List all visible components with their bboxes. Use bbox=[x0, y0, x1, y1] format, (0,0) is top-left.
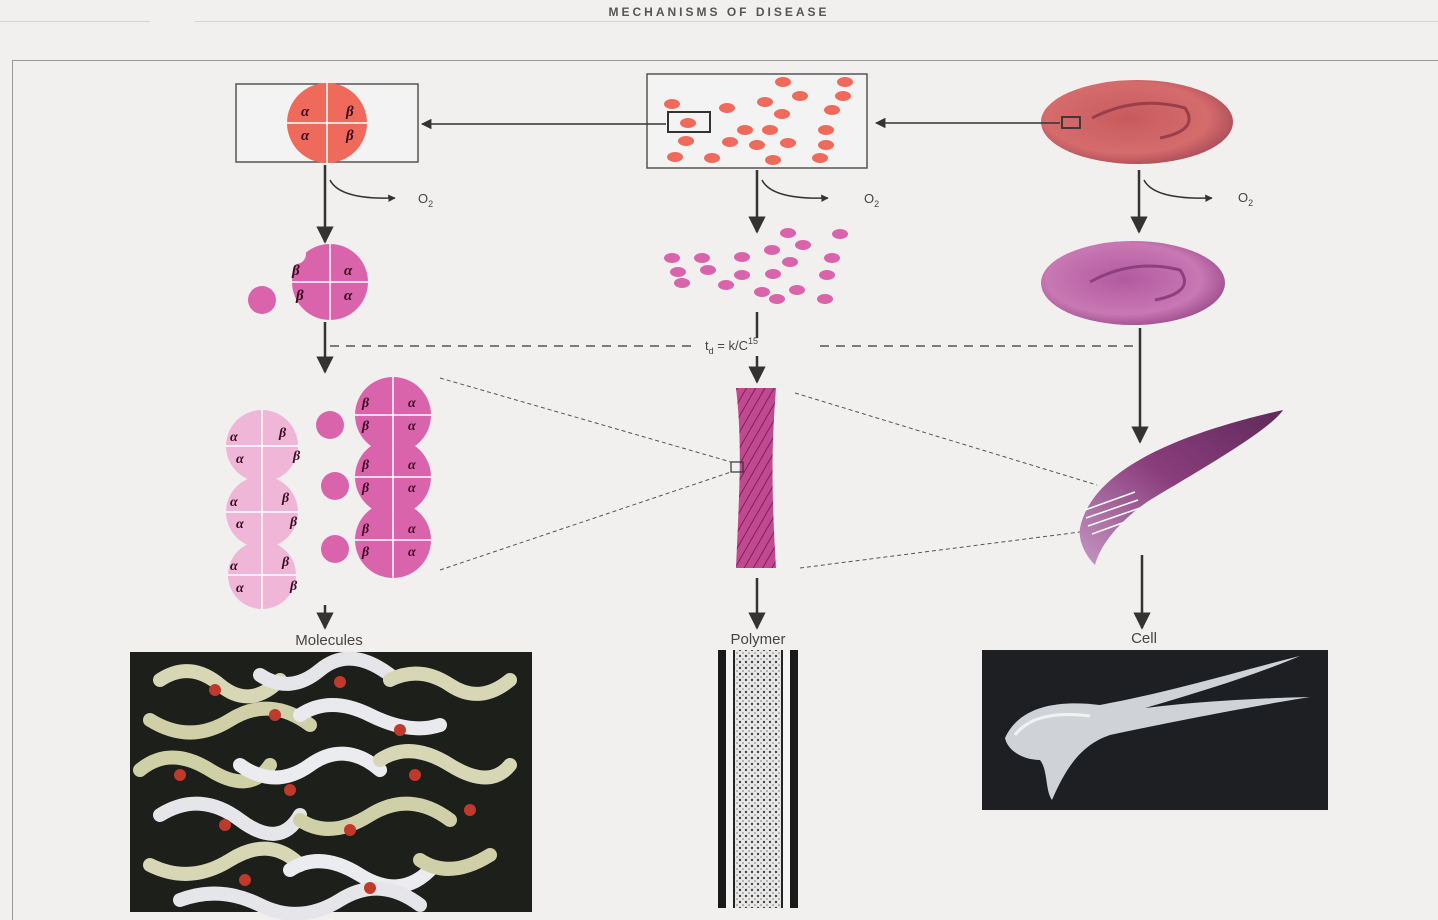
dark-tetramer: β α β α bbox=[321, 439, 431, 515]
light-tetramer: α β α β bbox=[226, 410, 301, 482]
light-tetramer: α β α β bbox=[228, 541, 298, 609]
sickle-cell bbox=[1080, 410, 1283, 565]
cell-column: O2 Cell bbox=[876, 80, 1328, 810]
sickle-cell-micrograph bbox=[982, 650, 1328, 810]
alpha-label: α bbox=[236, 581, 244, 596]
beta-label: β bbox=[289, 579, 298, 594]
beta-label: β bbox=[361, 396, 370, 411]
magnify-line bbox=[800, 532, 1080, 568]
alpha-label: α bbox=[408, 481, 416, 496]
dark-tetramer: β α β α bbox=[321, 502, 431, 578]
alpha-label: α bbox=[408, 522, 416, 537]
alpha-label: α bbox=[301, 128, 310, 144]
alpha-label: α bbox=[230, 559, 238, 574]
polymer-micrograph bbox=[718, 650, 798, 908]
deoxy-hemoglobin-dots bbox=[664, 228, 848, 304]
oxygen-label: O2 bbox=[864, 191, 879, 209]
beta-label: β bbox=[361, 458, 370, 473]
beta-label: β bbox=[345, 128, 354, 144]
beta-label: β bbox=[281, 555, 290, 570]
beta-label: β bbox=[361, 481, 370, 496]
beta-label: β bbox=[281, 491, 290, 506]
alpha-label: α bbox=[408, 419, 416, 434]
oxygen-label: O2 bbox=[1238, 190, 1253, 208]
deoxy-hemoglobin-tetramer: β α β α bbox=[248, 244, 368, 320]
hemoglobin-stack: α β α β α β α β α β α β bbox=[226, 377, 431, 609]
beta-label: β bbox=[361, 419, 370, 434]
alpha-label: α bbox=[230, 495, 238, 510]
molecules-caption: Molecules bbox=[295, 632, 363, 649]
molecules-column: α β α β O2 β α β α bbox=[130, 83, 532, 914]
light-tetramer: α β α β bbox=[226, 476, 298, 548]
oxygen-release-arrow bbox=[330, 180, 395, 198]
alpha-label: α bbox=[230, 430, 238, 445]
hemoglobin-fiber bbox=[736, 388, 776, 568]
delay-time-formula: td = k/C15 bbox=[705, 336, 758, 356]
dark-tetramer: β α β α bbox=[316, 377, 431, 453]
alpha-label: α bbox=[408, 458, 416, 473]
deoxygenated-red-cell bbox=[1041, 241, 1225, 325]
oxygen-release-arrow bbox=[1144, 180, 1212, 198]
oxygen-release-arrow bbox=[762, 180, 828, 198]
beta-label: β bbox=[295, 288, 304, 304]
oxygenated-red-cell bbox=[1041, 80, 1233, 164]
magnify-line bbox=[795, 393, 1097, 485]
alpha-label: α bbox=[344, 263, 353, 279]
magnify-line bbox=[440, 472, 731, 570]
molecular-model-image bbox=[130, 652, 532, 914]
alpha-label: α bbox=[301, 104, 310, 120]
alpha-label: α bbox=[236, 452, 244, 467]
beta-label: β bbox=[289, 515, 298, 530]
alpha-label: α bbox=[344, 288, 353, 304]
beta-label: β bbox=[345, 104, 354, 120]
beta-label: β bbox=[292, 449, 301, 464]
beta-label: β bbox=[361, 522, 370, 537]
magnify-line bbox=[440, 378, 731, 462]
alpha-label: α bbox=[408, 396, 416, 411]
oxygen-label: O2 bbox=[418, 191, 433, 209]
beta-label: β bbox=[278, 426, 287, 441]
beta-label: β bbox=[361, 545, 370, 560]
polymer-caption: Polymer bbox=[730, 631, 785, 648]
oxy-hemoglobin-tetramer: α β α β bbox=[287, 83, 367, 163]
alpha-label: α bbox=[408, 545, 416, 560]
alpha-label: α bbox=[236, 517, 244, 532]
cell-caption: Cell bbox=[1131, 630, 1157, 647]
beta-label: β bbox=[291, 263, 300, 279]
